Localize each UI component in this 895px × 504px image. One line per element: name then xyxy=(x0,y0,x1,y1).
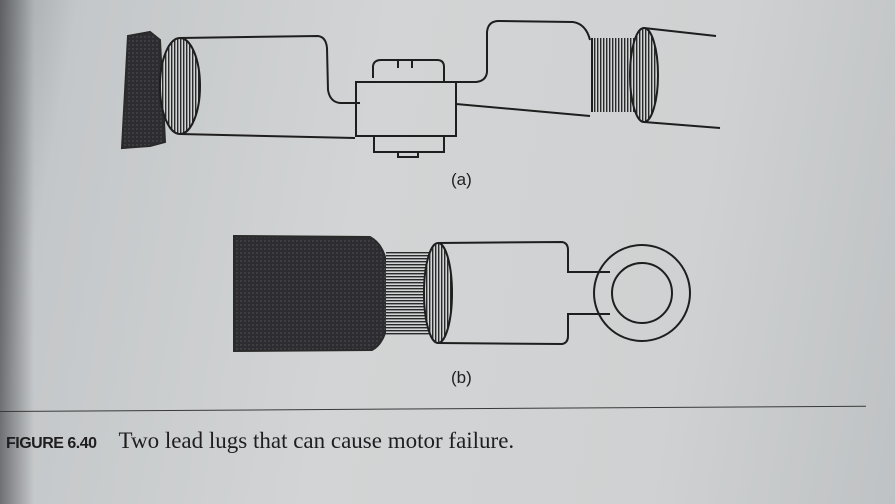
figure-number: FIGURE 6.40 xyxy=(6,435,97,452)
lug-a-terminal-plate xyxy=(355,81,457,137)
panel-b-label: (b) xyxy=(451,368,472,387)
lug-a-right-strands xyxy=(629,27,659,123)
lug-a-left-strands xyxy=(159,37,201,135)
lug-b-insulation xyxy=(233,234,390,353)
lug-b-illustration xyxy=(233,234,691,353)
page-fold-shadow xyxy=(0,0,34,504)
lug-b-ring-inner xyxy=(611,262,673,324)
figure-caption-text: Two lead lugs that can cause motor failu… xyxy=(118,428,515,453)
lug-b-barrel xyxy=(437,240,610,273)
lug-a-illustration xyxy=(120,19,721,158)
lug-b-strands xyxy=(423,242,453,344)
panel-a-label: (a) xyxy=(451,170,472,189)
lug-a-right-barrel xyxy=(455,103,591,117)
lug-a-screw-head xyxy=(372,59,445,82)
figure-caption: FIGURE 6.40 Two lead lugs that can cause… xyxy=(6,428,514,454)
lug-a-right-wire xyxy=(643,27,717,37)
lug-a-left-barrel xyxy=(179,34,360,104)
lug-b-ring-outer xyxy=(593,244,691,342)
lug-a-nut xyxy=(373,135,445,153)
lug-a-insulation xyxy=(120,30,167,150)
